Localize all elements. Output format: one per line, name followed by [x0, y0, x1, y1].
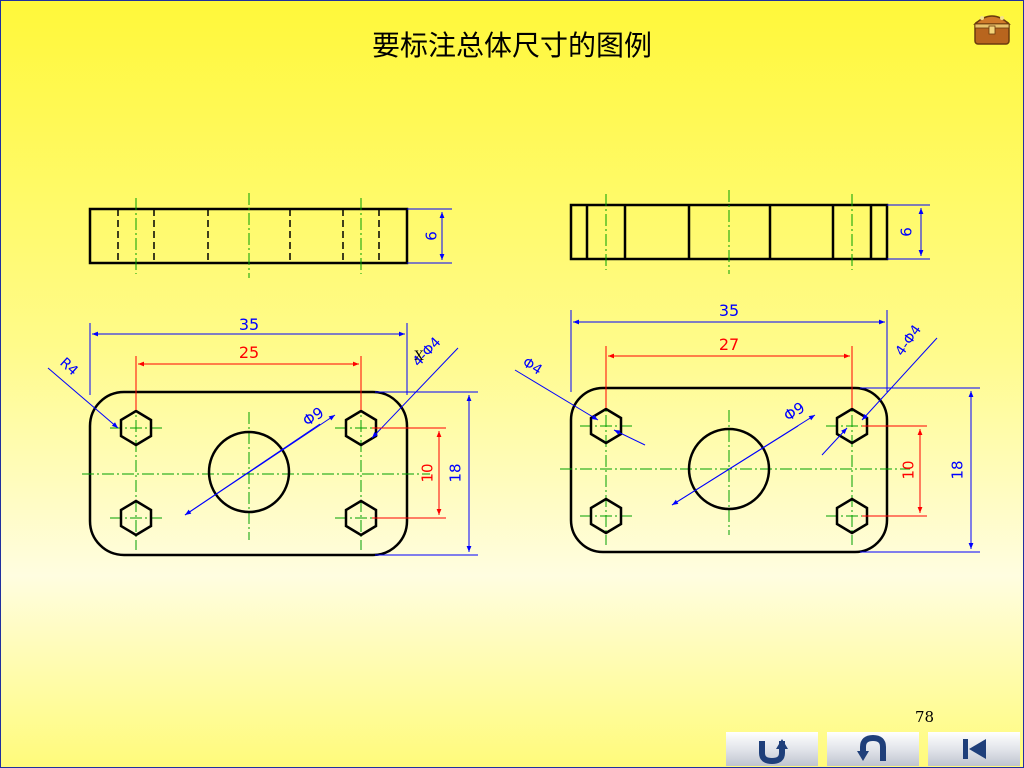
left-overall-height-dim: 18	[447, 463, 465, 482]
back-arrow-icon	[857, 734, 886, 761]
right-top-view: 6	[569, 190, 930, 274]
left-hole-vertical-spacing-dim: 10	[419, 463, 437, 482]
right-front-view: 35 27 Φ4 4-Φ4 Φ9 10 18	[514, 301, 980, 554]
right-thickness-dim: 6	[898, 227, 916, 237]
left-hole-spacing-dim: 25	[239, 343, 259, 362]
left-top-view: 6	[88, 193, 452, 278]
left-thickness-dim: 6	[423, 231, 441, 241]
left-corner-radius-dim: R4	[56, 355, 81, 379]
first-page-icon	[963, 739, 986, 759]
first-page-button[interactable]	[928, 732, 1020, 766]
slide-title: 要标注总体尺寸的图例	[371, 29, 652, 62]
left-center-hole-dim: Φ9	[299, 403, 327, 430]
treasure-chest-icon[interactable]	[972, 10, 1012, 46]
right-center-hole-dim: Φ9	[780, 398, 808, 425]
left-front-view: 35 25 R4 4-Φ4 X Φ9 10 18	[47, 315, 478, 557]
right-hole-vertical-spacing-dim: 10	[900, 460, 918, 479]
right-overall-length-dim: 35	[719, 301, 739, 320]
right-small-holes-dim: 4-Φ4	[892, 322, 925, 359]
page-number: 78	[915, 708, 935, 726]
return-button[interactable]	[726, 732, 818, 766]
back-button[interactable]	[827, 732, 919, 766]
right-overall-height-dim: 18	[949, 460, 967, 479]
left-overall-length-dim: 35	[239, 315, 259, 334]
right-hole-spacing-dim: 27	[719, 335, 739, 354]
left-stray-mark: X	[414, 349, 424, 364]
return-icon	[759, 739, 788, 765]
